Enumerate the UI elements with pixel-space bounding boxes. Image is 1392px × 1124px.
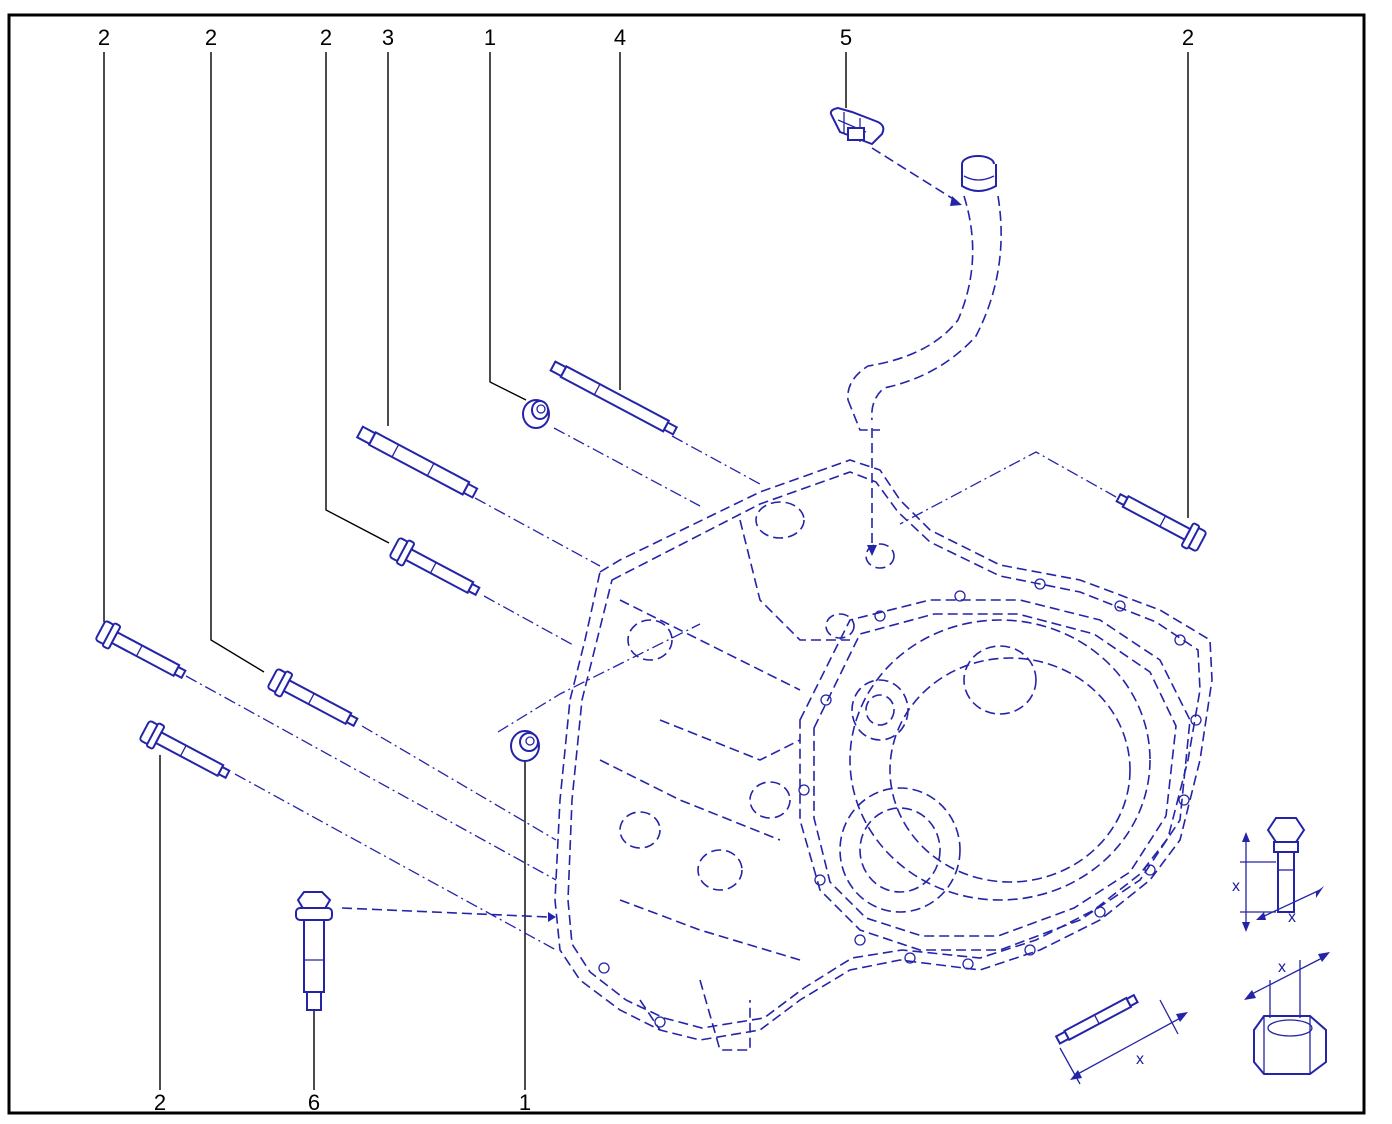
bolt-2-left-mid	[267, 668, 359, 728]
stud-4	[549, 360, 679, 436]
legend-stud: x	[1054, 993, 1188, 1085]
nut-1-top	[522, 399, 550, 429]
legend-bolt: x x	[1232, 817, 1324, 932]
flange-holes	[598, 578, 1202, 1028]
leader-lines	[103, 52, 1189, 1090]
callout-2-bottom: 2	[154, 1090, 166, 1115]
callout-5: 5	[840, 25, 852, 50]
legend-bolt-length-label: x	[1232, 878, 1240, 895]
callout-4: 4	[614, 25, 626, 50]
callout-1-top: 1	[484, 25, 496, 50]
callout-6: 6	[308, 1090, 320, 1115]
diagram-frame	[7, 13, 1366, 1115]
legend-stud-length-label: x	[1136, 1051, 1144, 1068]
legend-nut-size-label: x	[1278, 959, 1286, 976]
dimension-legend: x x x	[1054, 817, 1330, 1085]
bolt-6	[295, 891, 333, 1011]
assembly-lines	[185, 147, 1117, 951]
vent-hose	[847, 155, 1002, 431]
legend-nut: x	[1244, 952, 1330, 1075]
bolt-2-right	[1115, 492, 1207, 552]
transmission-housing	[554, 459, 1213, 1051]
callout-2-top-c: 2	[320, 25, 332, 50]
stud-3	[355, 425, 479, 499]
legend-bolt-diameter-label: x	[1288, 909, 1296, 926]
callout-3: 3	[382, 25, 394, 50]
callout-1-bottom: 1	[519, 1090, 531, 1115]
callout-2-top-b: 2	[205, 25, 217, 50]
bolt-2-upper	[389, 537, 481, 597]
bolt-2-left-top	[95, 620, 187, 680]
nut-1-bottom	[510, 730, 540, 762]
callout-2-top-a: 2	[98, 25, 110, 50]
clip-5	[829, 106, 885, 146]
bolt-2-left-bottom	[139, 720, 231, 780]
callout-2-top-right: 2	[1182, 25, 1194, 50]
